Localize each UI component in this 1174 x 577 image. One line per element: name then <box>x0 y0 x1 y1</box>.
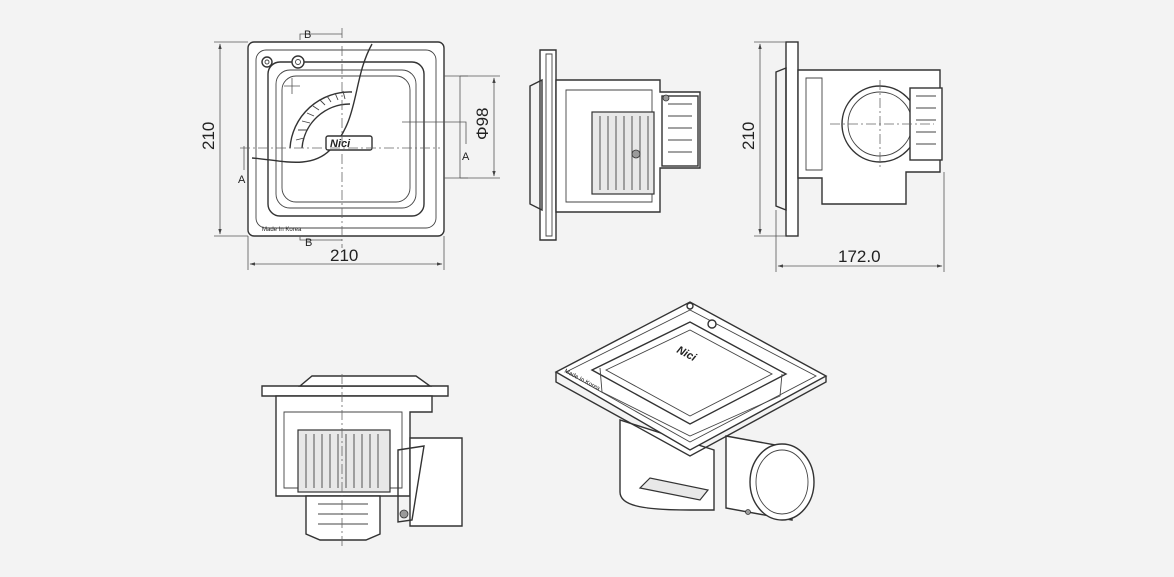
svg-text:172.0: 172.0 <box>838 247 881 266</box>
svg-text:Φ98: Φ98 <box>473 108 492 140</box>
isometric-view: Nici Made In Korea <box>554 301 828 521</box>
flange-inner-outline <box>255 49 437 229</box>
section-mark-a-left: A <box>238 146 246 186</box>
svg-text:210: 210 <box>199 122 218 150</box>
screw-hole-center <box>291 55 305 69</box>
section-mark-b-top: B <box>299 29 342 41</box>
dimension-depth-side-view: 172.0 <box>775 172 945 272</box>
brand-logo: Nici <box>325 135 373 151</box>
section-grille <box>529 78 543 212</box>
dimension-duct-diameter: Φ98 <box>460 75 500 179</box>
svg-text:Nici: Nici <box>330 138 351 150</box>
svg-text:B: B <box>304 29 311 41</box>
iso-duct-opening <box>749 443 815 521</box>
svg-text:210: 210 <box>739 122 758 150</box>
screw-hole-left <box>261 56 273 68</box>
iso-grille <box>590 321 788 425</box>
section-mark-b-bottom: B <box>299 236 342 249</box>
iso-screw-hole <box>707 319 717 329</box>
svg-text:A: A <box>238 174 246 186</box>
svg-text:A: A <box>462 151 470 163</box>
front-duct <box>409 437 463 527</box>
front-grille <box>298 375 433 387</box>
section-motor <box>591 111 655 195</box>
section-view-a <box>529 49 701 241</box>
section-mark-a-right: A <box>402 121 470 163</box>
grille-panel <box>281 75 411 203</box>
front-section-view <box>261 374 463 546</box>
made-in-label: Made In Korea <box>262 227 302 233</box>
front-flange <box>261 385 449 397</box>
svg-text:210: 210 <box>330 246 358 265</box>
top-view: Nici Made In Korea B B A A <box>199 28 500 270</box>
front-fan <box>297 429 391 493</box>
dimension-height-side-view: 210 <box>739 41 786 237</box>
grille-inner <box>275 69 417 209</box>
svg-text:B: B <box>305 237 312 249</box>
center-cross <box>284 78 300 94</box>
dimension-width-top-view: 210 <box>247 236 445 270</box>
grille-outline <box>267 61 425 217</box>
side-flange <box>785 41 799 237</box>
side-grille <box>775 66 787 212</box>
front-base <box>305 495 381 541</box>
dimension-height-top-view: 210 <box>199 41 248 237</box>
section-connector <box>661 95 699 167</box>
side-view: 210 172.0 <box>739 41 945 272</box>
